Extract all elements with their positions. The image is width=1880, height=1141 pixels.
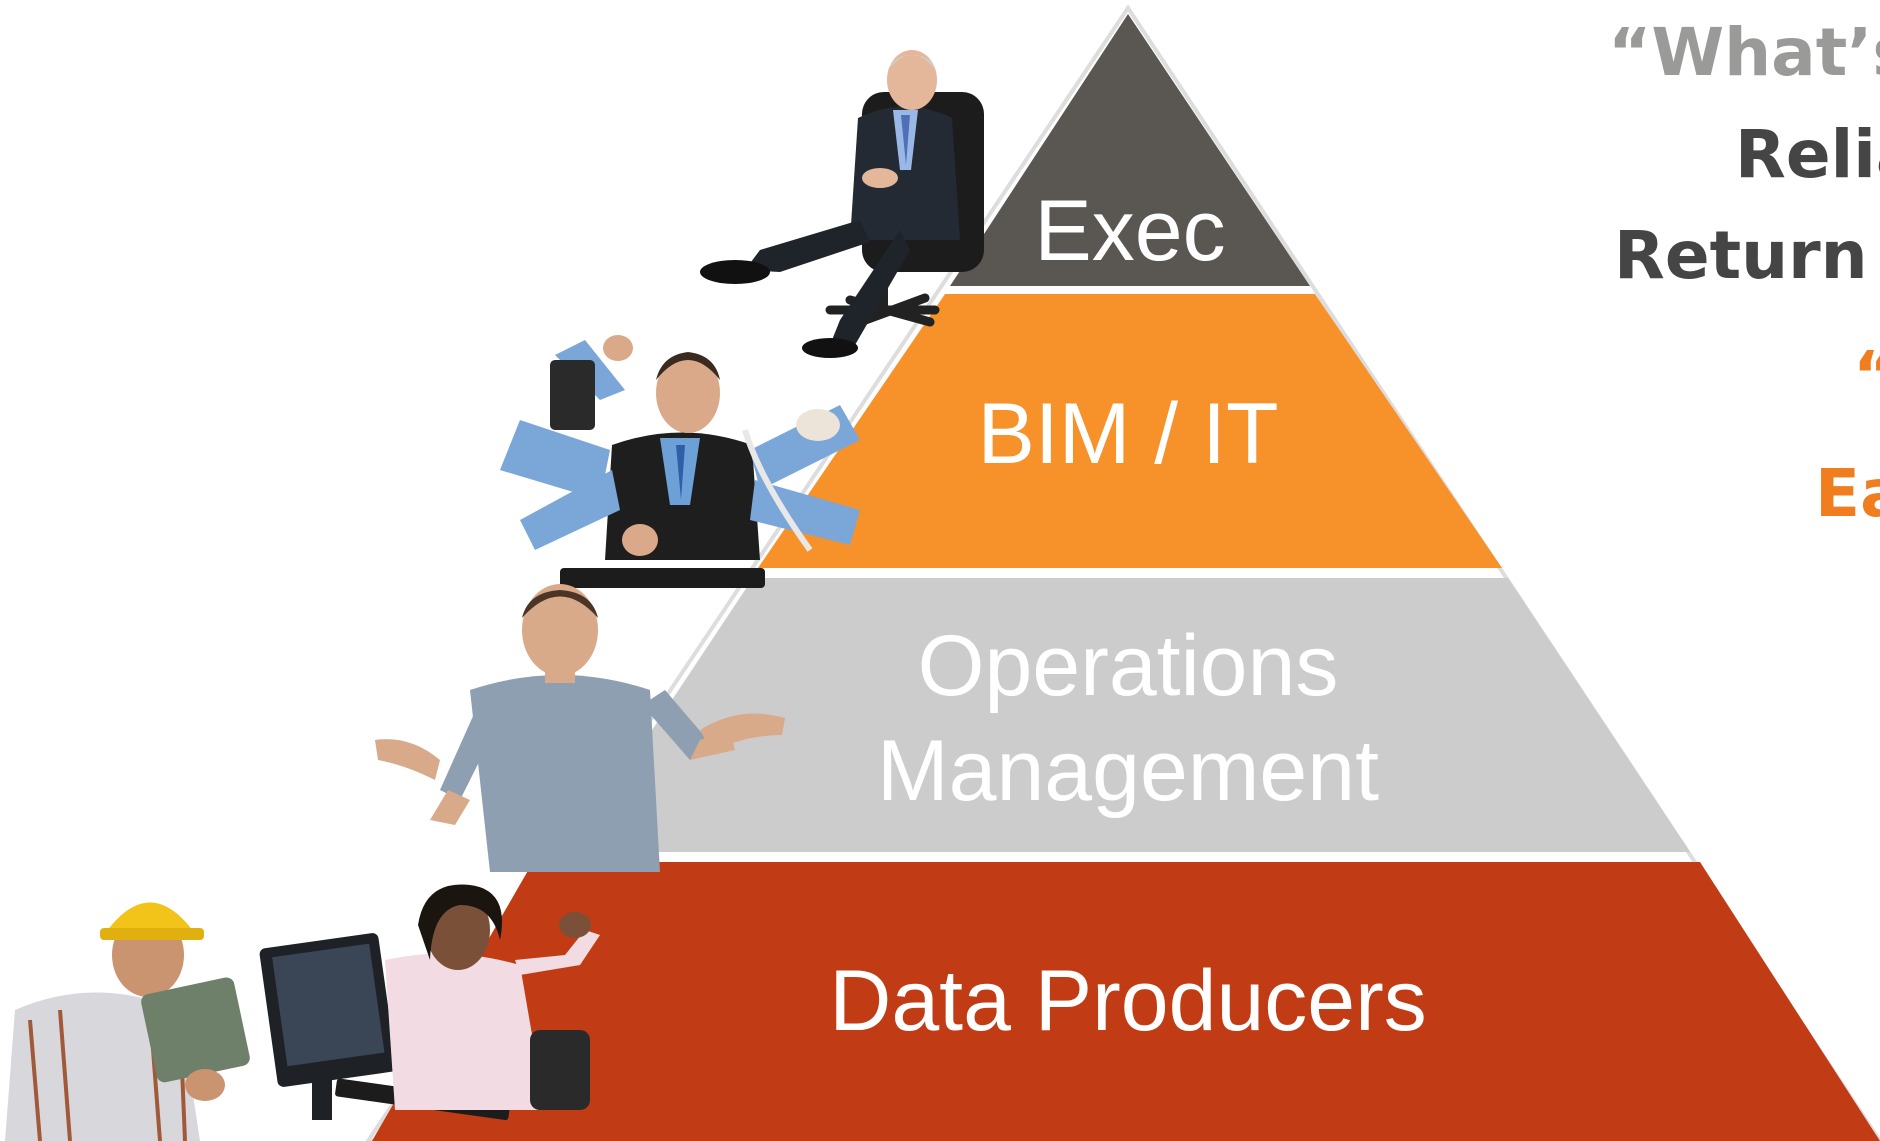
right-quote-line4: “ (1853, 337, 1880, 414)
right-quote-line5: Ea (1815, 455, 1880, 532)
tier-data-producers (372, 862, 1880, 1141)
shrugging-person-illustration (375, 584, 785, 872)
exec-person-illustration (700, 50, 984, 358)
tier-operations (571, 578, 1690, 852)
data-producers-illustration (5, 884, 600, 1141)
multitasking-person-illustration (500, 335, 860, 588)
tier-operations-label-line2: Management (877, 723, 1379, 819)
tier-data-producers-label: Data Producers (829, 953, 1427, 1049)
tier-exec (950, 14, 1310, 286)
tier-bim-it (758, 294, 1502, 568)
tier-bim-it-label: BIM / IT (978, 386, 1279, 482)
tier-exec-label: Exec (1034, 183, 1225, 279)
right-quote-line2: Relia (1735, 116, 1880, 193)
right-quote-line3: Return O (1614, 217, 1880, 294)
right-quote-line1: “What’s (1608, 14, 1880, 91)
tier-operations-label-line1: Operations (918, 618, 1339, 714)
